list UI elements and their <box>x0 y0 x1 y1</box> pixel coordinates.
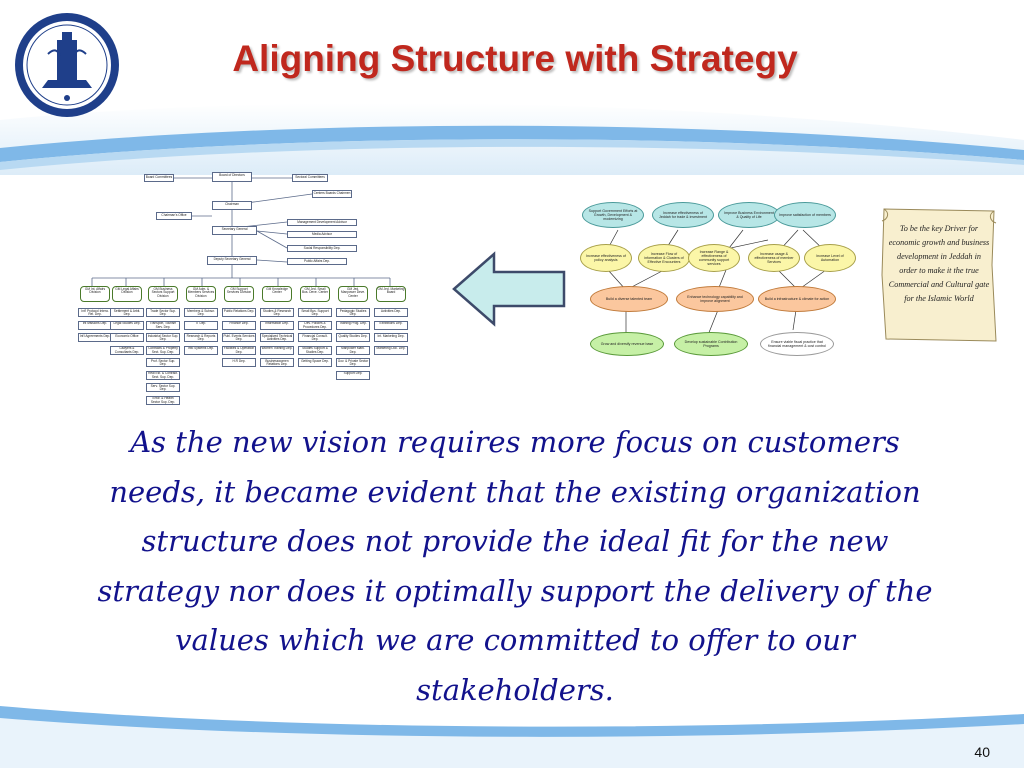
org-chart-connectors <box>91 177 391 286</box>
strategy-objective: Grow and diversify revenue base <box>590 332 664 356</box>
org-department: Training Prog. Dep. <box>336 320 370 330</box>
org-department: Transport, Tourism Serv. Dep. <box>146 320 180 330</box>
org-department: Quality Studies Dep. <box>336 333 370 342</box>
org-department: Int'l Agreements Dep. <box>78 333 112 342</box>
strategy-objective: Ensure viable fiscal practice that finan… <box>760 332 834 356</box>
strategy-objective: Enhance technology capability and improv… <box>676 286 754 312</box>
strategy-objective: Support Government Efforts at Growth, De… <box>582 202 644 228</box>
org-department: Legal Studies Dep. <box>110 320 144 330</box>
org-department: Exhibitions Dep. <box>374 320 408 330</box>
org-department: Studies Support & Studies Dep. <box>298 345 332 355</box>
org-division: GM Knowledge Center <box>262 286 292 302</box>
vision-scroll <box>881 208 997 342</box>
org-department: IT Dep. <box>184 320 218 330</box>
org-department: Studies & Research Dep. <box>260 308 294 317</box>
strategy-objective: Improve Business Environment & Quality o… <box>718 202 780 228</box>
org-department: Small Bus. Support Dep. <box>298 308 332 317</box>
left-arrow-icon <box>452 251 566 327</box>
org-department: Publ. Events Services Dep. <box>222 333 256 342</box>
org-department: Int. Marketing Dep. <box>374 333 408 342</box>
org-sectoral-committees: Sectoral Committees <box>292 174 328 182</box>
org-division: GM Jed. Small Bus. Deve. Center <box>300 286 330 302</box>
org-department: Manpower Mark. Dep. <box>336 345 370 355</box>
org-department: Research & Reports Dep. <box>184 333 218 342</box>
org-department: Women Training Dep. <box>260 345 294 355</box>
org-department: Pedagogic Studies Dep. <box>336 308 370 317</box>
strategy-objective: Increase Range & effectiveness of commun… <box>688 244 740 272</box>
org-department: Information Dep. <box>260 320 294 330</box>
organization-chart: Board Committees Board of Directors Sect… <box>72 168 432 408</box>
top-decorative-band <box>0 103 1024 175</box>
strategy-objective: Build a diverse talented team <box>590 286 668 312</box>
org-department: Support Dep. <box>336 370 370 380</box>
org-department: Members & Subscr. Dep. <box>184 308 218 317</box>
org-department: Info Systems Dep. <box>184 345 218 355</box>
chamber-logo-icon <box>15 13 119 117</box>
org-department: Marketing Doc. Dep. <box>374 345 408 355</box>
org-department: Int Missions Dep. <box>78 320 112 330</box>
org-mgmt-dev-advisor: Management Development Advisor <box>287 219 357 226</box>
org-department: Real Est. & Contract. Sect. Sup. Dep. <box>146 370 180 380</box>
bottom-decorative-band <box>0 706 1024 768</box>
org-department: Industrial Sector Sup. Dep. <box>146 333 180 342</box>
strategy-objective: Build a infrastructure & climate for act… <box>758 286 836 312</box>
org-social-responsibility: Social Responsibility Dep. <box>287 245 357 252</box>
org-board-of-directors: Board of Directors <box>212 172 252 182</box>
org-division: GM Jed. Manpower Deve. Center <box>338 286 368 302</box>
strategy-objective: Develop sustainable Contribution Program… <box>674 332 748 356</box>
org-division: GM Support Services Division <box>224 286 254 302</box>
org-department: Lawyers & Consultants Dep. <box>110 345 144 355</box>
org-department: Envir. & Health Sector Sup. Dep. <box>146 395 180 405</box>
strategy-objective: Improve satisfaction of members <box>774 202 836 228</box>
org-department: Financial Consult. Dep. <box>298 333 332 342</box>
org-department: Specialized Technical Activities Dep. <box>260 333 294 342</box>
org-department: Prof. Sector Sup. Dep. <box>146 358 180 367</box>
org-division: GM Adm. & Members Services Division <box>186 286 216 302</box>
org-public-affairs: Public Affairs Dep. <box>287 258 347 265</box>
strategy-objective: Increase effectiveness of policy analysi… <box>580 244 632 272</box>
org-department: Finance Dep. <box>222 320 256 330</box>
strategy-objective: Increase effectiveness of Jeddah for tra… <box>652 202 714 228</box>
org-department: Businesswomen Relations Dep. <box>260 358 294 367</box>
org-division: GM Business Sectors Support Division <box>148 286 178 302</box>
org-media-advisor: Media Advisor <box>287 231 357 238</box>
strategy-map: Support Government Efforts at Growth, De… <box>578 200 856 370</box>
vision-statement: To be the key Driver for economic growth… <box>888 224 990 303</box>
org-secretary-general: Secretary General <box>212 226 257 235</box>
org-department: Public Relations Dep. <box>222 308 256 317</box>
org-department: Dev. Policies & Procedures Dep. <box>298 320 332 330</box>
org-board-committees: Board Committees <box>144 174 174 182</box>
slide-title: Aligning Structure with Strategy <box>232 38 798 79</box>
org-chairmans-office: Chairman's Office <box>156 212 192 220</box>
org-division: GM Jed. Marketing Board <box>376 286 406 302</box>
page-number: 40 <box>974 744 990 760</box>
org-department: Activities Dep. <box>374 308 408 317</box>
org-department: Getting Space Dep. <box>298 358 332 367</box>
org-department: Int'l Protocol Intera. Rel. Dep. <box>78 308 112 317</box>
strategy-objective: Increase Flow of information & Clusters … <box>638 244 690 272</box>
org-department: H.R Dep. <box>222 358 256 367</box>
strategy-objective: Increase Level of Automation <box>804 244 856 272</box>
strategy-objective: Increase usage & effectiveness of member… <box>748 244 800 272</box>
org-department: Settlement & Arbit. Dep. <box>110 308 144 317</box>
org-division: GM Int. Affairs Division <box>80 286 110 302</box>
org-department: Serv. Sector Sup. Dep. <box>146 383 180 392</box>
org-department: Facilities & Operation Dep. <box>222 345 256 355</box>
org-chairman: Chairman <box>212 201 252 210</box>
org-centers-boards-chairmen: Centers Boards Chairmen <box>312 190 352 198</box>
org-department: Economic Office <box>110 333 144 342</box>
org-department: Trade Sector Sup. Dep. <box>146 308 180 317</box>
org-department: Gov. & Private Sector Dep. <box>336 358 370 367</box>
org-deputy-secretary-general: Deputy Secretary General <box>207 256 257 265</box>
org-division: GM Legal Affairs Division <box>112 286 142 302</box>
slide-body-text: As the new vision requires more focus on… <box>97 425 933 707</box>
org-department: Contracts & Property Sect. Sup. Dep. <box>146 345 180 355</box>
